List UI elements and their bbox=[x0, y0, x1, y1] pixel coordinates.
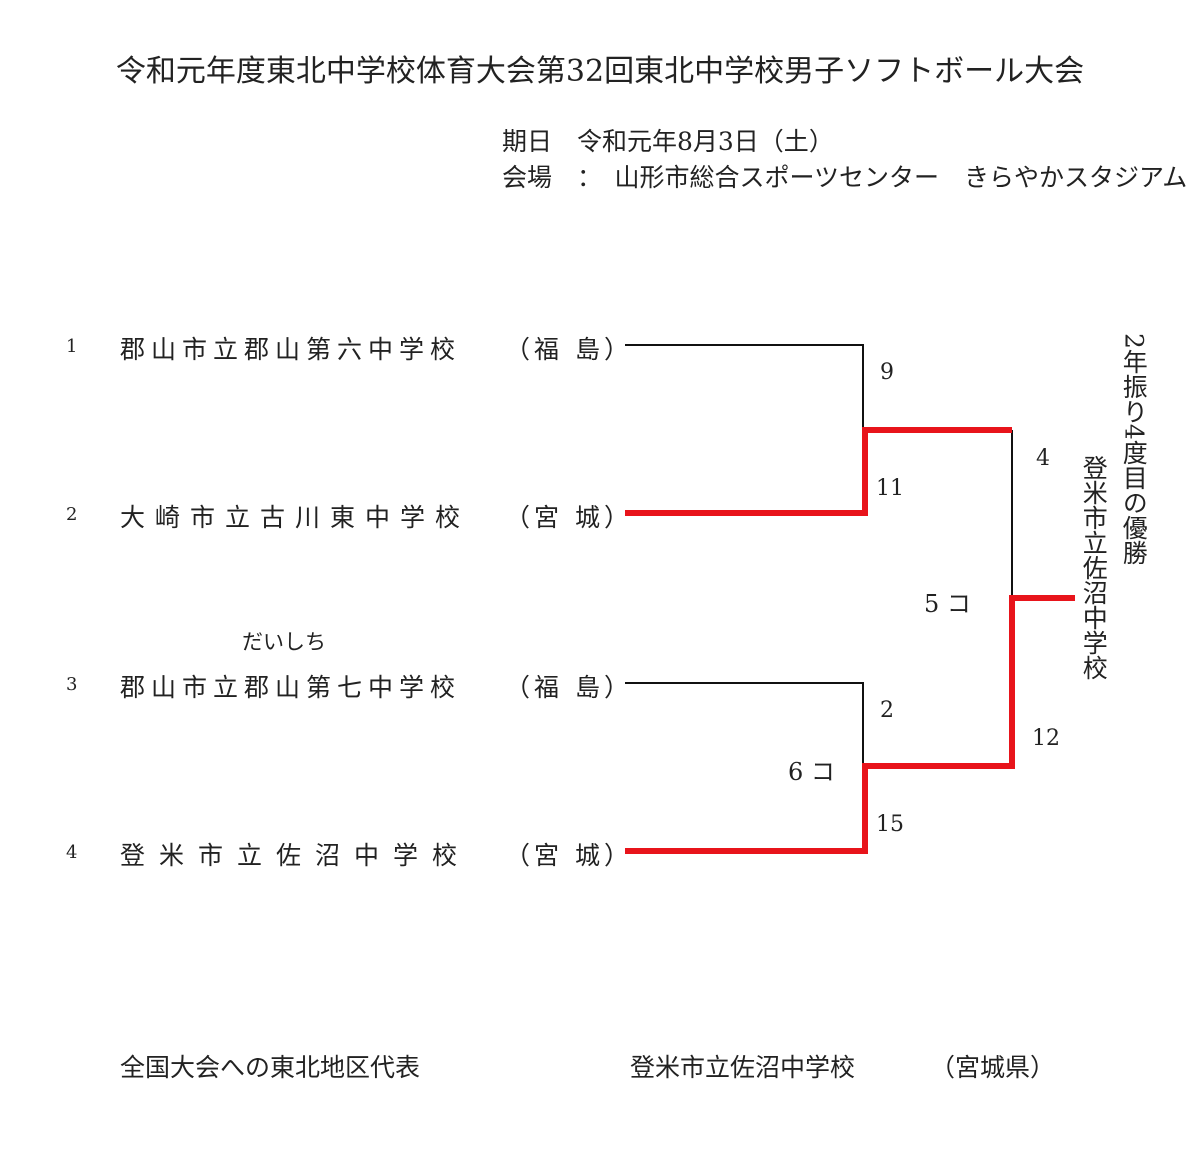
final-note: 5 コ bbox=[924, 590, 971, 618]
seed-1: 1 bbox=[66, 336, 78, 357]
footer-prefecture: （宮城県） bbox=[930, 1053, 1056, 1082]
date-line: 期日 令和元年8月3日（土） bbox=[502, 127, 834, 156]
score-final-top: 4 bbox=[1036, 446, 1050, 471]
score-final-bottom: 12 bbox=[1032, 726, 1060, 751]
footer-team: 登米市立佐沼中学校 bbox=[630, 1053, 856, 1082]
score-team2: 11 bbox=[876, 476, 904, 501]
team-name-2: 大崎市立古川東中学校 bbox=[120, 503, 471, 532]
footer-label: 全国大会への東北地区代表 bbox=[120, 1053, 421, 1082]
score-team4: 15 bbox=[876, 812, 904, 837]
team-prefecture-2: （宮 城） bbox=[505, 503, 633, 532]
bracket-line-team1 bbox=[625, 344, 864, 430]
seed-2: 2 bbox=[66, 504, 78, 525]
document-title: 令和元年度東北中学校体育大会第32回東北中学校男子ソフトボール大会 bbox=[115, 54, 1085, 89]
score-team1: 9 bbox=[880, 360, 894, 385]
semi2-note: 6 コ bbox=[788, 758, 835, 786]
bracket-line-team2-win bbox=[625, 427, 1012, 516]
team-name-4: 登米市立佐沼中学校 bbox=[120, 841, 472, 870]
seed-3: 3 bbox=[66, 674, 78, 695]
team-prefecture-3: （福 島） bbox=[505, 673, 633, 702]
bracket-line-team4-win bbox=[625, 595, 1075, 854]
team-name-1: 郡山市立郡山第六中学校 bbox=[120, 335, 462, 364]
champion-name: 登米市立佐沼中学校 bbox=[1079, 455, 1109, 680]
venue-line: 会場 ： 山形市総合スポーツセンター きらやかスタジアム bbox=[502, 163, 1188, 192]
champion-note: 2年振り4度目の優勝 bbox=[1119, 333, 1149, 565]
bracket-line-team3 bbox=[625, 682, 864, 766]
score-team3: 2 bbox=[880, 698, 894, 723]
team-prefecture-1: （福 島） bbox=[505, 335, 633, 364]
team-prefecture-4: （宮 城） bbox=[505, 841, 633, 870]
team-reading-3: だいしち bbox=[242, 630, 326, 654]
team-name-3: 郡山市立郡山第七中学校 bbox=[120, 673, 462, 702]
seed-4: 4 bbox=[66, 842, 78, 863]
